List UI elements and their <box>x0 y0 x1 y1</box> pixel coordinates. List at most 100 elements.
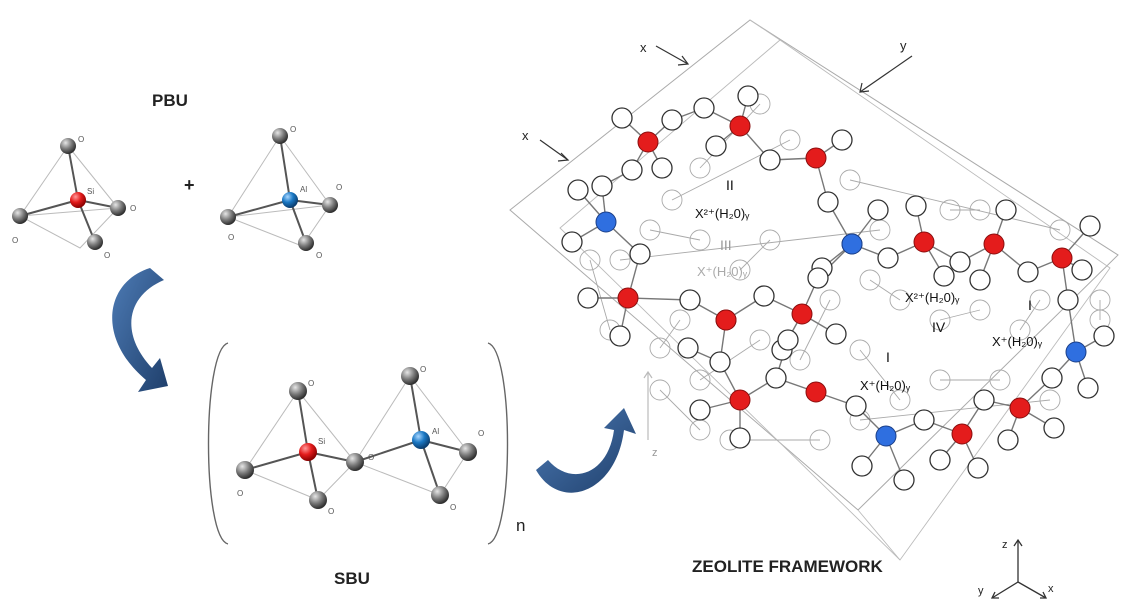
ghost-atom <box>749 329 771 351</box>
ghost-atom <box>929 309 951 331</box>
oxygen-atom <box>705 135 727 157</box>
ghost-atom <box>859 269 881 291</box>
oxygen-atom <box>1071 259 1093 281</box>
oxygen-atom <box>677 337 699 359</box>
svg-text:O: O <box>78 135 84 144</box>
aluminium-atom <box>875 425 897 447</box>
oxygen-atom <box>1057 289 1079 311</box>
ghost-atom <box>609 249 631 271</box>
silicon-atom <box>951 423 973 445</box>
silicon-atom <box>983 233 1005 255</box>
svg-text:O: O <box>228 233 234 242</box>
aluminium-atom <box>1065 341 1087 363</box>
ghost-atom <box>1039 389 1061 411</box>
svg-text:O: O <box>420 365 426 374</box>
oxygen-atom <box>709 351 731 373</box>
svg-text:O: O <box>237 489 243 498</box>
axis-z-label-faint: z <box>652 447 658 459</box>
site-i-center-formula: X⁺(H₂0)ᵧ <box>860 378 911 393</box>
ghost-atom <box>649 337 671 359</box>
ghost-atom <box>819 289 841 311</box>
silicon-atom <box>729 115 751 137</box>
ghost-atom <box>639 219 661 241</box>
ghost-atom <box>1049 219 1071 241</box>
oxygen-atom <box>807 267 829 289</box>
oxygen-atom <box>765 367 787 389</box>
oxygen-atom <box>867 199 889 221</box>
silicon-atom <box>715 309 737 331</box>
triad-y-label: y <box>978 585 984 597</box>
sbu-structure: Si Al O O O O O O O <box>236 365 484 516</box>
svg-text:Si: Si <box>318 437 325 446</box>
sbu-title: SBU <box>334 569 370 588</box>
site-iv-formula: X²⁺(H₂0)ᵧ <box>905 290 960 305</box>
oxygen-atom <box>929 449 951 471</box>
site-i-right-formula: X⁺(H₂0)ᵧ <box>992 334 1043 349</box>
axis-y-label-top: y <box>900 38 907 53</box>
silicon-atom <box>617 287 639 309</box>
oxygen-atom <box>1017 261 1039 283</box>
oxygen-atom <box>777 329 799 351</box>
svg-text:O: O <box>12 236 18 245</box>
arrow-pbu-to-sbu <box>112 268 168 392</box>
oxygen-atom <box>817 191 839 213</box>
svg-text:O: O <box>308 379 314 388</box>
ghost-atom <box>779 129 801 151</box>
silicon-atom <box>637 131 659 153</box>
silicon-atom <box>1009 397 1031 419</box>
axis-x-label-left: x <box>522 128 529 143</box>
svg-text:O: O <box>104 251 110 260</box>
oxygen-atom <box>661 109 683 131</box>
framework-atoms <box>561 85 1115 491</box>
sbu-subscript-n: n <box>516 516 525 535</box>
ghost-atom <box>889 389 911 411</box>
site-iii-roman: III <box>720 237 732 253</box>
oxygen-atom <box>973 389 995 411</box>
oxygen-atom <box>1041 367 1063 389</box>
ghost-atom <box>839 169 861 191</box>
ghost-atom <box>669 309 691 331</box>
oxygen-atom <box>967 457 989 479</box>
svg-text:Si: Si <box>87 187 94 196</box>
svg-text:O: O <box>290 125 296 134</box>
oxygen-atom <box>753 285 775 307</box>
site-i-right-roman: I <box>1028 297 1032 313</box>
oxygen-atom <box>621 159 643 181</box>
ghost-atom <box>661 189 683 211</box>
silicon-atom <box>791 303 813 325</box>
ghost-atom <box>849 339 871 361</box>
silicon-atom <box>805 381 827 403</box>
oxygen-atom <box>693 97 715 119</box>
ghost-atom <box>689 369 711 391</box>
oxygen-atom <box>729 427 751 449</box>
pbu-al-tetrahedron: Al O O O O <box>220 125 342 260</box>
ghost-atom <box>889 289 911 311</box>
framework-title: ZEOLITE FRAMEWORK <box>692 557 883 576</box>
oxygen-atom <box>651 157 673 179</box>
oxygen-atom <box>629 243 651 265</box>
ghost-atom <box>729 259 751 281</box>
oxygen-atom <box>997 429 1019 451</box>
triad-z-label: z <box>1002 539 1008 551</box>
svg-text:O: O <box>328 507 334 516</box>
oxygen-atom <box>561 231 583 253</box>
oxygen-atom <box>851 455 873 477</box>
ghost-atom <box>969 299 991 321</box>
arrow-sbu-to-framework <box>536 408 636 493</box>
oxygen-atom <box>969 269 991 291</box>
framework-axis-arrows <box>539 45 913 440</box>
oxygen-atom <box>831 129 853 151</box>
ghost-atom <box>689 229 711 251</box>
ghost-atom <box>1009 319 1031 341</box>
oxygen-atom <box>949 251 971 273</box>
aluminium-atom <box>595 211 617 233</box>
oxygen-atom <box>577 287 599 309</box>
framework-site-labels: II X²⁺(H₂0)ᵧ III X⁺(H₂0)ᵧ X²⁺(H₂0)ᵧ IV I… <box>695 177 1043 393</box>
site-i-center-roman: I <box>886 349 890 365</box>
oxygen-atom <box>1043 417 1065 439</box>
site-iii-formula: X⁺(H₂0)ᵧ <box>697 264 748 279</box>
svg-text:O: O <box>130 204 136 213</box>
svg-text:O: O <box>316 251 322 260</box>
axis-x-label-top: x <box>640 40 647 55</box>
